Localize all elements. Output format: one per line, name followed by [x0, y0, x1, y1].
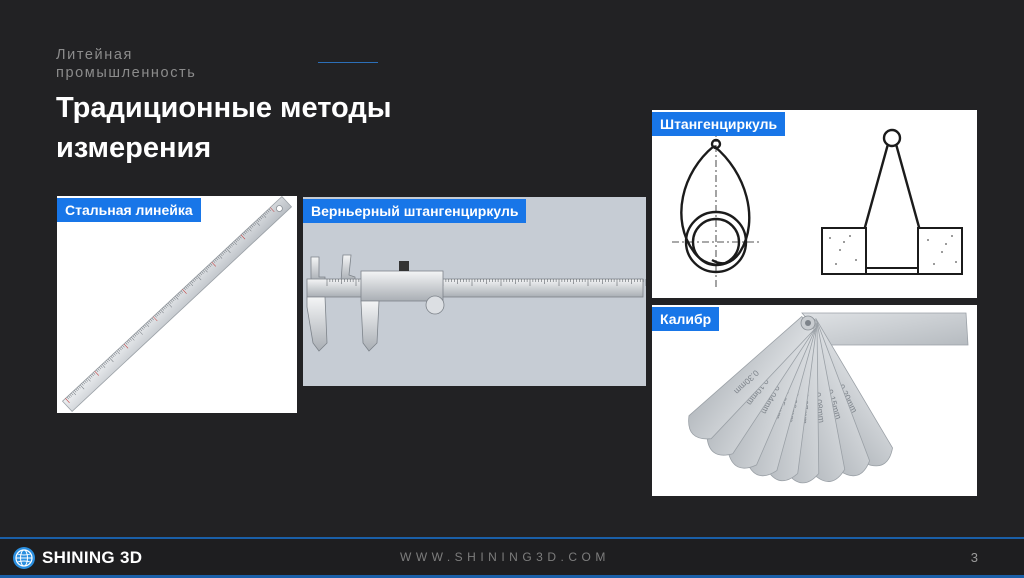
gauge-blade: 0.30mm [688, 315, 815, 440]
slide-title: Традиционные методы измерения [56, 92, 392, 164]
footer: SHINING 3D WWW.SHINING3D.COM 3 [0, 537, 1024, 578]
slide-subtitle: Литейная промышленность [56, 47, 197, 81]
feeler-gauge-image: 0.20mm0.15mm0.08mm0.07mm0.06mm0.05mm0.04… [652, 305, 977, 496]
vernier-caliper-image [303, 197, 646, 386]
caliper-label: Штангенциркуль [652, 112, 786, 136]
page-number: 3 [970, 550, 978, 565]
gauge-label: Калибр [652, 307, 720, 331]
vernier-caliper-illustration [303, 197, 646, 386]
steel-ruler-image [57, 196, 297, 413]
caliper-image [652, 110, 977, 298]
accent-line [318, 62, 378, 63]
company-logo: SHINING 3D [12, 545, 142, 571]
steel-ruler-label: Стальная линейка [57, 198, 201, 222]
globe-logo-icon [13, 547, 35, 569]
website-url: WWW.SHINING3D.COM [400, 550, 610, 564]
caliper-drawing-illustration [672, 128, 963, 288]
logo-text: SHINING 3D [42, 548, 143, 567]
steel-ruler-illustration [61, 196, 293, 412]
feeler-gauge-illustration: 0.20mm0.15mm0.08mm0.07mm0.06mm0.05mm0.04… [688, 312, 969, 484]
vernier-caliper-label: Верньерный штангенциркуль [303, 199, 527, 223]
